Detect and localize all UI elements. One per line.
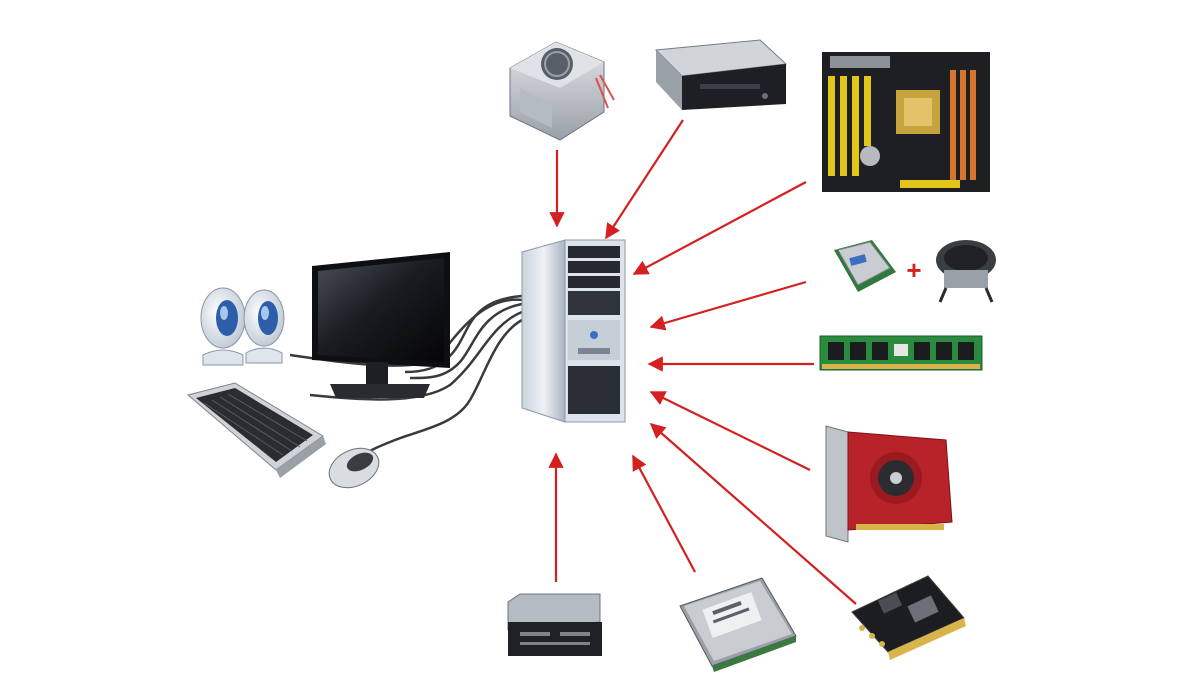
keyboard <box>186 382 326 478</box>
arrow-cpu <box>649 280 807 331</box>
card-reader <box>507 593 602 656</box>
connection-arrows <box>548 119 857 605</box>
arrow-dvd <box>605 119 684 240</box>
arrow-sound <box>649 422 857 605</box>
processor-and-cooler: + <box>834 240 996 303</box>
processor <box>834 240 896 292</box>
arrow-mobo <box>632 181 807 275</box>
memory-module <box>819 335 983 371</box>
speaker-right <box>243 289 285 364</box>
plus-sign: + <box>906 255 921 285</box>
graphics-card <box>825 425 953 543</box>
arrow-gpu <box>649 391 811 471</box>
hard-disk-drive <box>679 577 797 672</box>
sound-card <box>851 575 966 660</box>
mouse <box>328 447 380 489</box>
speaker-left <box>200 287 246 366</box>
cpu-cooler <box>936 240 996 303</box>
motherboard <box>822 52 990 192</box>
optical-drive <box>654 39 788 110</box>
speakers <box>200 287 285 366</box>
monitor <box>312 252 450 398</box>
arrow-hdd <box>632 454 696 573</box>
power-supply <box>509 41 615 141</box>
pc-case <box>521 239 626 423</box>
